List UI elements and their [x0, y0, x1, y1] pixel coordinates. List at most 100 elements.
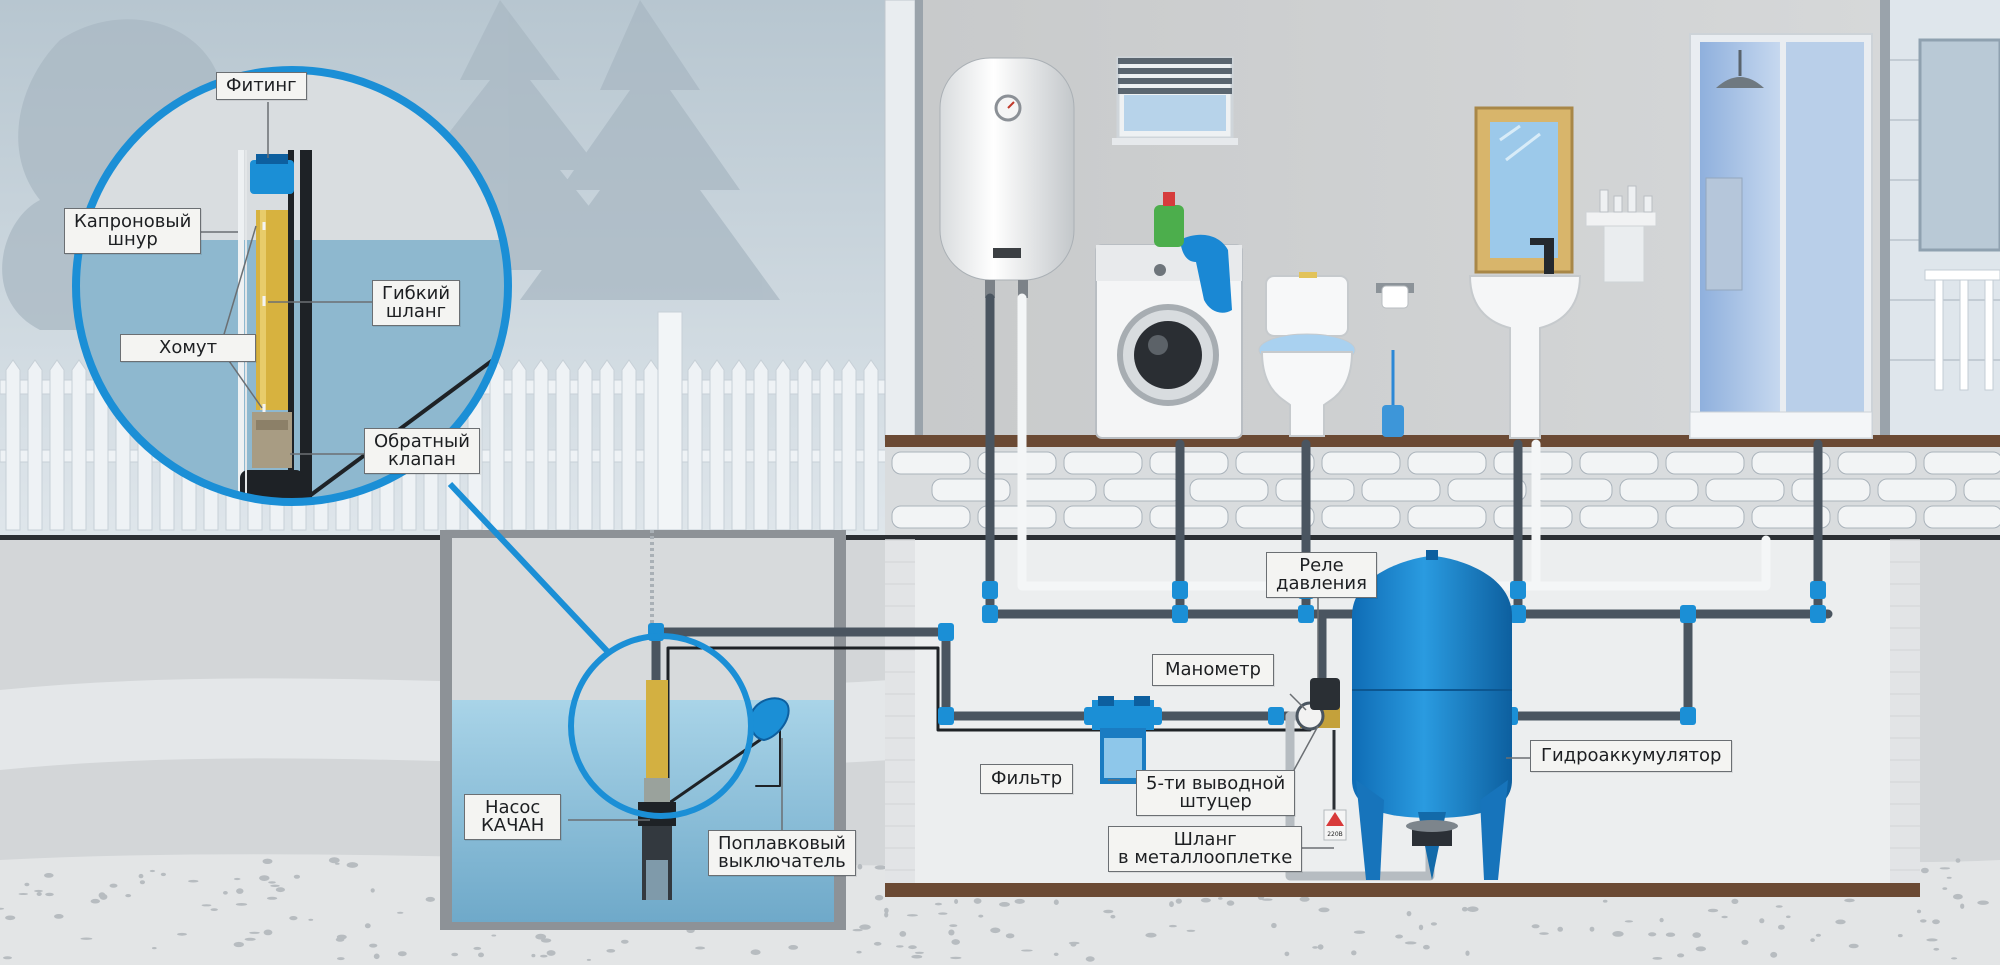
label-flex-hose-line2: шланг — [385, 301, 447, 322]
toilet-brush — [1382, 350, 1404, 437]
label-pressure-relay-line1: Реле — [1299, 555, 1344, 576]
pebble — [606, 949, 616, 953]
pebble — [275, 887, 285, 893]
pebble — [1612, 931, 1624, 937]
label-fitting: Фитинг — [216, 72, 307, 100]
pebble — [139, 880, 145, 885]
pebble — [911, 954, 923, 959]
foundation-stone — [1579, 451, 1659, 475]
pipe-coupling — [938, 623, 954, 641]
pebble — [1844, 898, 1855, 903]
label-five-way-fitting: 5-ти выводной штуцер — [1136, 770, 1296, 816]
pebble — [1921, 867, 1929, 874]
foundation-stone — [1407, 505, 1487, 529]
pebble — [263, 929, 273, 936]
shower-cabin — [1689, 33, 1873, 439]
pebble — [1418, 924, 1424, 931]
pipe-coupling — [1510, 605, 1526, 623]
pipe-coupling — [1172, 605, 1188, 623]
fence-picket — [709, 359, 725, 531]
fence-picket — [841, 359, 857, 531]
pebble — [346, 862, 359, 868]
foundation-stone — [1017, 478, 1097, 502]
pebble — [370, 888, 375, 893]
pebble — [750, 949, 761, 955]
foundation-stone — [1189, 478, 1269, 502]
pebble — [1977, 900, 1989, 905]
pebble — [948, 929, 955, 936]
pebble — [695, 946, 706, 950]
pebble — [1960, 903, 1965, 909]
foundation-stone — [1447, 478, 1527, 502]
pebble — [244, 937, 256, 941]
pipe-coupling — [1810, 605, 1826, 623]
pebble — [531, 953, 536, 958]
foundation-stone — [1579, 505, 1659, 529]
fence-picket — [753, 359, 769, 531]
fence-picket — [27, 359, 43, 531]
label-flex-hose-line1: Гибкий — [382, 283, 451, 304]
pipe-coupling — [982, 605, 998, 623]
pebble — [1284, 951, 1290, 957]
pebble — [177, 932, 187, 936]
foundation-stone — [891, 451, 971, 475]
pebble — [249, 931, 260, 934]
pebble — [546, 950, 556, 956]
foundation-stone — [1361, 478, 1441, 502]
pipe-coupling — [982, 581, 998, 599]
pebble — [1531, 924, 1540, 929]
pebble — [1602, 899, 1608, 903]
pebble — [293, 874, 300, 879]
pebble — [1218, 897, 1223, 900]
pebble — [98, 892, 106, 899]
pebble — [859, 924, 871, 930]
pebble — [1786, 915, 1791, 919]
label-braided-hose-line1: Шланг — [1173, 829, 1237, 850]
pebble — [335, 862, 340, 865]
pebble — [1351, 950, 1357, 956]
foundation-stone — [891, 505, 971, 529]
pebble — [856, 950, 862, 954]
pebble — [1946, 876, 1952, 879]
pebble — [1926, 938, 1938, 942]
label-clamp: Хомут — [120, 334, 257, 362]
label-check-valve-line1: Обратный — [374, 431, 470, 452]
pebble — [201, 904, 212, 907]
fence-picket — [863, 359, 879, 531]
foundation-stone — [977, 451, 1057, 475]
pebble — [54, 914, 64, 919]
pebble — [188, 879, 199, 883]
label-fitting-text: Фитинг — [226, 75, 297, 96]
pipe-coupling — [1680, 605, 1696, 623]
warning-sign-text: 220В — [1327, 831, 1343, 838]
pebble — [1648, 932, 1657, 937]
pebble — [896, 945, 904, 948]
pebble — [914, 951, 925, 954]
pebble — [1659, 917, 1664, 923]
label-filter: Фильтр — [980, 764, 1074, 794]
foundation-stone — [1149, 505, 1229, 529]
pebble — [1014, 898, 1025, 904]
fence-picket — [731, 359, 747, 531]
pebble — [24, 882, 30, 887]
pebble — [1110, 914, 1116, 919]
water-heater — [939, 57, 1075, 298]
toilet — [1258, 272, 1356, 437]
foundation-stone — [1877, 478, 1957, 502]
fence-picket — [5, 359, 21, 531]
pebble — [906, 914, 919, 917]
electric-warning-sign — [1323, 730, 1347, 841]
pebble — [125, 894, 132, 898]
pebble — [1665, 932, 1676, 937]
pebble — [1404, 941, 1417, 945]
pebble — [1395, 934, 1403, 939]
label-five-way-fitting-line1: 5-ти выводной — [1146, 773, 1286, 794]
fence-picket — [643, 359, 659, 531]
foundation-stone — [1665, 451, 1745, 475]
pebble — [236, 888, 244, 894]
pebble — [0, 907, 5, 910]
pebble — [1652, 957, 1663, 960]
label-braided-hose-line2: в металлооплетке — [1118, 847, 1293, 868]
pebble — [540, 938, 552, 943]
